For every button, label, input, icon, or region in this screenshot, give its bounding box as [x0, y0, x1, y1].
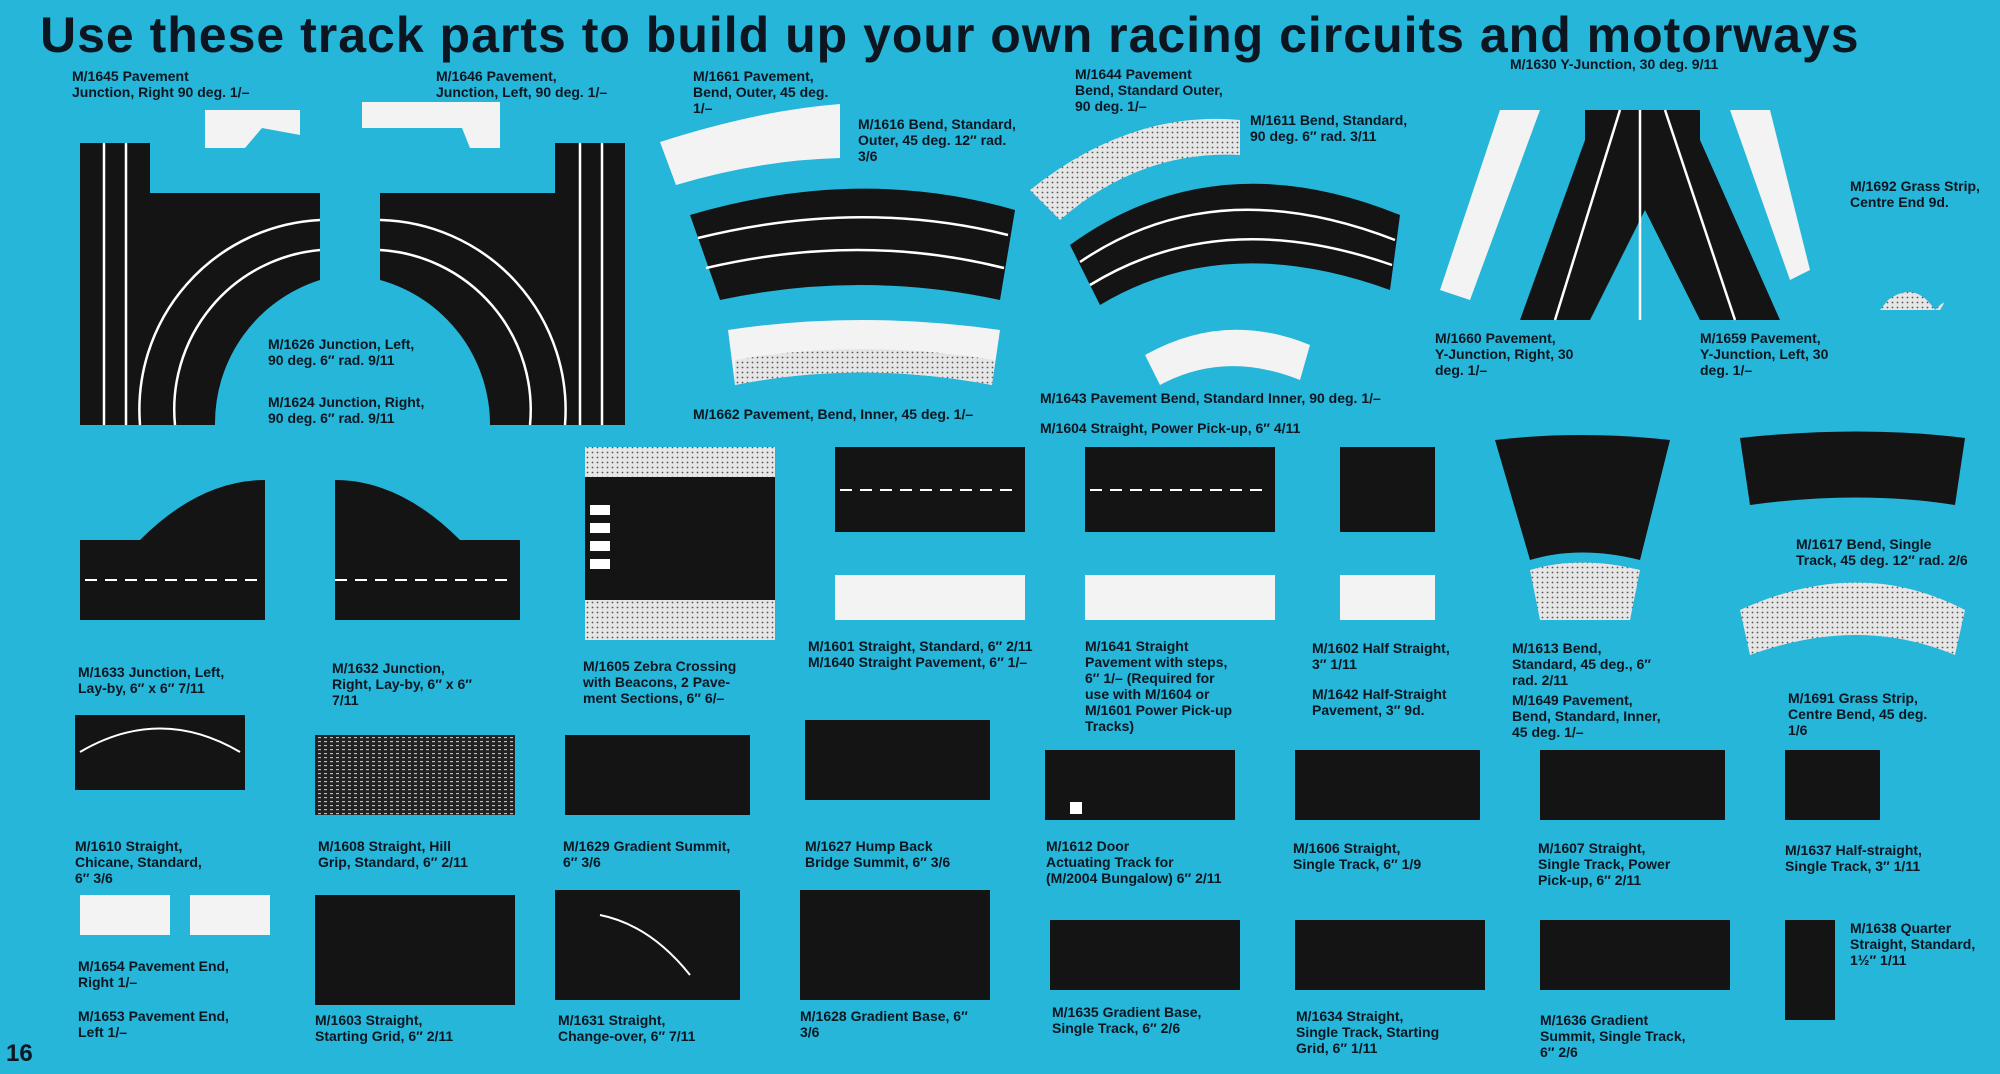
layby-right [335, 480, 520, 620]
page-number: 16 [6, 1040, 33, 1067]
row3-straights [75, 715, 1880, 820]
layby-left [80, 480, 265, 620]
label-m1627: M/1627 Hump Back Bridge Summit, 6″ 3/6 [805, 838, 951, 870]
label-m1602: M/1602 Half Straight, 3″ 1/11 [1312, 640, 1450, 672]
label-m1661: M/1661 Pavement, Bend, Outer, 45 deg. 1/… [693, 68, 829, 116]
page-title: Use these track parts to build up your o… [40, 7, 1860, 63]
label-m1603: M/1603 Straight, Starting Grid, 6″ 2/11 [315, 1012, 454, 1044]
label-m1660: M/1660 Pavement, Y-Junction, Right, 30 d… [1435, 330, 1574, 378]
label-m1611: M/1611 Bend, Standard, 90 deg. 6″ rad. 3… [1250, 112, 1408, 144]
label-m1604: M/1604 Straight, Power Pick-up, 6″ 4/11 [1040, 420, 1301, 436]
label-m1691: M/1691 Grass Strip, Centre Bend, 45 deg.… [1788, 690, 1928, 738]
single-bend [1740, 431, 1965, 655]
label-m1606: M/1606 Straight, Single Track, 6″ 1/9 [1293, 840, 1422, 872]
row4-straights [80, 890, 1835, 1020]
label-m1631: M/1631 Straight, Change-over, 6″ 7/11 [558, 1012, 696, 1044]
label-m1643: M/1643 Pavement Bend, Standard Inner, 90… [1040, 390, 1381, 406]
label-m1608: M/1608 Straight, Hill Grip, Standard, 6″… [318, 838, 468, 870]
label-m1629: M/1629 Gradient Summit, 6″ 3/6 [563, 838, 731, 870]
label-m1626: M/1626 Junction, Left, 90 deg. 6″ rad. 9… [268, 336, 415, 368]
bend-45 [1495, 435, 1670, 620]
half-straight [1340, 447, 1435, 620]
bend-outer-45 [660, 104, 1015, 385]
label-m1638: M/1638 Quarter Straight, Standard, 1½″ 1… [1850, 920, 1976, 968]
label-m1633: M/1633 Junction, Left, Lay-by, 6″ x 6″ 7… [78, 664, 225, 696]
label-m1610: M/1610 Straight, Chicane, Standard, 6″ 3… [75, 838, 202, 886]
label-m1641: M/1641 Straight Pavement with steps, 6″ … [1085, 638, 1233, 734]
label-m1613: M/1613 Bend, Standard, 45 deg., 6″ rad. … [1512, 640, 1651, 688]
label-m1653: M/1653 Pavement End, Left 1/– [78, 1008, 229, 1040]
label-m1616: M/1616 Bend, Standard, Outer, 45 deg. 12… [858, 116, 1016, 164]
label-m1634: M/1634 Straight, Single Track, Starting … [1296, 1008, 1440, 1056]
label-m1624: M/1624 Junction, Right, 90 deg. 6″ rad. … [268, 394, 425, 426]
label-m1659: M/1659 Pavement, Y-Junction, Left, 30 de… [1700, 330, 1829, 378]
label-m1636: M/1636 Gradient Summit, Single Track, 6″… [1540, 1012, 1686, 1060]
label-m1692: M/1692 Grass Strip, Centre End 9d. [1850, 178, 1980, 210]
label-m1605: M/1605 Zebra Crossing with Beacons, 2 Pa… [583, 658, 737, 706]
label-m1617: M/1617 Bend, Single Track, 45 deg. 12″ r… [1796, 536, 1968, 568]
junction-right-track [80, 110, 321, 426]
junction-left-track [362, 102, 625, 426]
label-m1644: M/1644 Pavement Bend, Standard Outer, 90… [1075, 66, 1223, 114]
label-m1642: M/1642 Half-Straight Pavement, 3″ 9d. [1312, 686, 1447, 718]
label-m1646: M/1646 Pavement, Junction, Left, 90 deg.… [436, 68, 608, 100]
label-m1601-m1640: M/1601 Straight, Standard, 6″ 2/11 M/164… [808, 638, 1033, 670]
label-m1630: M/1630 Y-Junction, 30 deg. 9/11 [1510, 56, 1719, 72]
label-m1649: M/1649 Pavement, Bend, Standard, Inner, … [1512, 692, 1661, 740]
straight-power-pickup [835, 447, 1025, 620]
label-m1607: M/1607 Straight, Single Track, Power Pic… [1538, 840, 1671, 888]
bend-90 [1030, 118, 1400, 385]
label-m1662: M/1662 Pavement, Bend, Inner, 45 deg. 1/… [693, 406, 974, 422]
label-m1645: M/1645 Pavement Junction, Right 90 deg. … [72, 68, 250, 100]
straight-standard [1085, 447, 1275, 620]
label-m1612: M/1612 Door Actuating Track for (M/2004 … [1046, 838, 1222, 886]
label-m1637: M/1637 Half-straight, Single Track, 3″ 1… [1785, 842, 1922, 874]
label-m1635: M/1635 Gradient Base, Single Track, 6″ 2… [1052, 1004, 1202, 1036]
y-junction [1440, 109, 1944, 321]
label-m1632: M/1632 Junction, Right, Lay-by, 6″ x 6″ … [332, 660, 472, 708]
zebra-crossing [585, 447, 775, 640]
label-m1628: M/1628 Gradient Base, 6″ 3/6 [800, 1008, 968, 1040]
label-m1654: M/1654 Pavement End, Right 1/– [78, 958, 229, 990]
